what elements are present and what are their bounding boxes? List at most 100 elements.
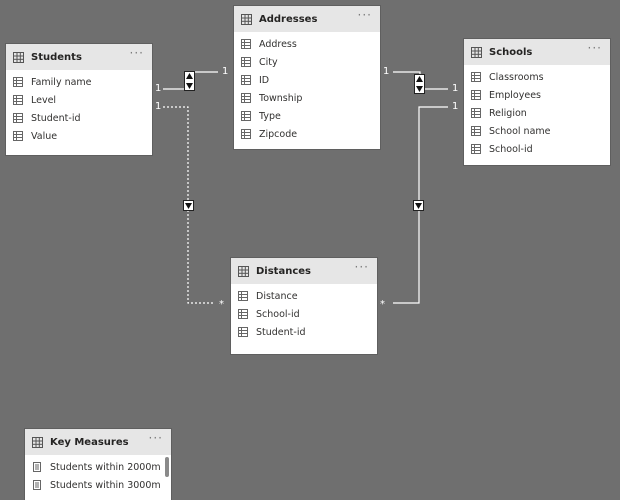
cardinality-label: 1 [452, 101, 459, 112]
table-icon [13, 51, 24, 63]
field-label: Student-id [256, 326, 306, 338]
column-icon [471, 126, 481, 136]
bidirectional-filter-icon[interactable] [414, 74, 425, 94]
column-icon [13, 113, 23, 123]
table-title: Distances [256, 265, 311, 277]
field-level[interactable]: Level [6, 91, 152, 109]
table-title: Schools [489, 46, 533, 58]
table-icon [238, 265, 249, 277]
table-title: Key Measures [50, 436, 129, 448]
field-label: School-id [489, 143, 533, 155]
column-icon [471, 144, 481, 154]
field-school-id[interactable]: School-id [464, 140, 610, 158]
column-icon [471, 108, 481, 118]
field-zipcode[interactable]: Zipcode [234, 125, 380, 143]
column-icon [238, 309, 248, 319]
column-icon [13, 77, 23, 87]
field-address[interactable]: Address [234, 35, 380, 53]
field-label: Distance [256, 290, 298, 302]
field-label: Address [259, 38, 297, 50]
table-title: Addresses [259, 13, 318, 25]
field-label: Township [259, 92, 303, 104]
column-icon [471, 72, 481, 82]
column-icon [238, 327, 248, 337]
cardinality-label: 1 [452, 83, 459, 94]
field-student-id[interactable]: Student-id [6, 109, 152, 127]
field-classrooms[interactable]: Classrooms [464, 68, 610, 86]
cardinality-label: 1 [155, 83, 162, 94]
cardinality-label: 1 [222, 66, 229, 77]
field-label: School name [489, 125, 551, 137]
field-school-name[interactable]: School name [464, 122, 610, 140]
field-distance[interactable]: Distance [231, 287, 377, 305]
field-religion[interactable]: Religion [464, 104, 610, 122]
field-city[interactable]: City [234, 53, 380, 71]
column-icon [241, 93, 251, 103]
cardinality-label: * [380, 299, 385, 310]
field-school-id[interactable]: School-id [231, 305, 377, 323]
table-card-addresses[interactable]: Addresses ··· Address City ID Township T… [234, 6, 380, 149]
field-id[interactable]: ID [234, 71, 380, 89]
rel-line-students-distances [163, 106, 215, 304]
field-value[interactable]: Value [6, 127, 152, 145]
column-icon [238, 291, 248, 301]
bidirectional-filter-icon[interactable] [184, 71, 195, 91]
cardinality-label: * [219, 299, 224, 310]
table-card-header[interactable]: Students ··· [6, 44, 152, 70]
more-options-icon[interactable]: ··· [587, 41, 602, 55]
field-label: Level [31, 94, 57, 106]
field-label: Type [259, 110, 281, 122]
field-label: Classrooms [489, 71, 544, 83]
table-title: Students [31, 51, 82, 63]
measure-students-within-3000m[interactable]: Students within 3000m [25, 476, 171, 494]
field-label: Religion [489, 107, 527, 119]
column-icon [13, 95, 23, 105]
field-type[interactable]: Type [234, 107, 380, 125]
field-employees[interactable]: Employees [464, 86, 610, 104]
column-icon [241, 39, 251, 49]
field-label: Students within 3000m [50, 479, 161, 491]
table-card-key-measures[interactable]: Key Measures ··· Students within 2000m S… [25, 429, 171, 500]
field-label: City [259, 56, 278, 68]
more-options-icon[interactable]: ··· [354, 260, 369, 274]
field-student-id[interactable]: Student-id [231, 323, 377, 341]
measure-icon [33, 480, 41, 490]
field-label: Zipcode [259, 128, 298, 140]
more-options-icon[interactable]: ··· [129, 46, 144, 60]
more-options-icon[interactable]: ··· [148, 431, 163, 445]
scrollbar-thumb[interactable] [165, 457, 169, 477]
table-card-distances[interactable]: Distances ··· Distance School-id Student… [231, 258, 377, 354]
table-card-header[interactable]: Schools ··· [464, 39, 610, 65]
more-options-icon[interactable]: ··· [357, 8, 372, 22]
table-icon [471, 46, 482, 58]
measure-students-within-2000m[interactable]: Students within 2000m [25, 458, 171, 476]
field-label: Employees [489, 89, 541, 101]
field-label: Students within 2000m [50, 461, 161, 473]
column-icon [241, 129, 251, 139]
table-icon [32, 436, 43, 448]
column-icon [471, 90, 481, 100]
table-card-students[interactable]: Students ··· Family name Level Student-i… [6, 44, 152, 155]
table-card-header[interactable]: Addresses ··· [234, 6, 380, 32]
single-filter-down-icon[interactable] [183, 200, 194, 211]
field-label: ID [259, 74, 270, 86]
column-icon [241, 57, 251, 67]
field-family-name[interactable]: Family name [6, 73, 152, 91]
column-icon [241, 111, 251, 121]
cardinality-label: 1 [155, 101, 162, 112]
column-icon [13, 131, 23, 141]
field-label: Family name [31, 76, 92, 88]
column-icon [241, 75, 251, 85]
field-label: Student-id [31, 112, 81, 124]
table-icon [241, 13, 252, 25]
field-township[interactable]: Township [234, 89, 380, 107]
table-card-header[interactable]: Distances ··· [231, 258, 377, 284]
field-label: School-id [256, 308, 300, 320]
table-card-header[interactable]: Key Measures ··· [25, 429, 171, 455]
single-filter-down-icon[interactable] [413, 200, 424, 211]
field-label: Value [31, 130, 58, 142]
measure-icon [33, 462, 41, 472]
table-card-schools[interactable]: Schools ··· Classrooms Employees Religio… [464, 39, 610, 165]
cardinality-label: 1 [383, 66, 390, 77]
